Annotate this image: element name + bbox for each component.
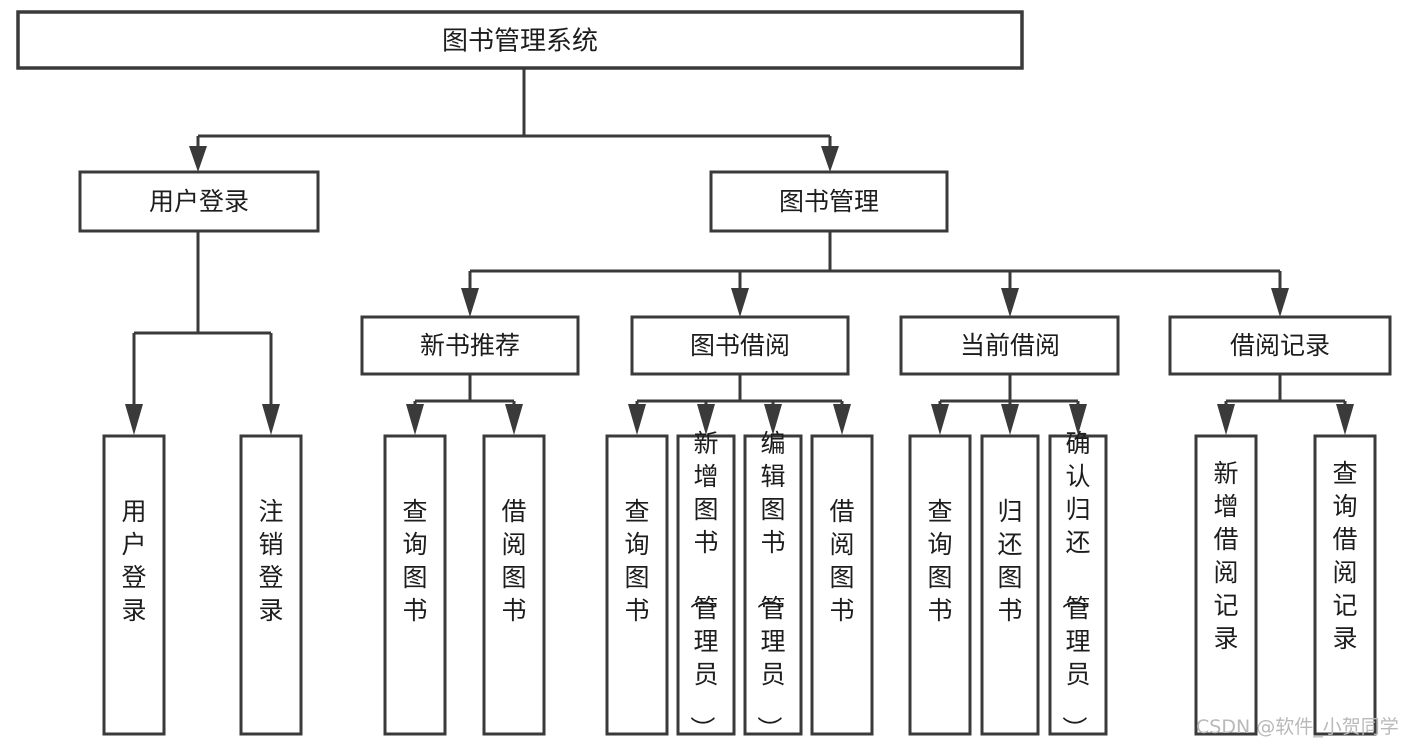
leaf-node[interactable]: 查询借阅记录: [1313, 434, 1377, 736]
leaf-label-user-login: 用户登录: [121, 497, 146, 625]
leaf-node[interactable]: 注销登录: [239, 434, 303, 736]
node-current-borrow[interactable]: 当前借阅: [899, 315, 1120, 376]
arrow-head-bb-leaf-4: [833, 404, 851, 435]
borrow-record-box[interactable]: [1168, 315, 1392, 376]
leaf-label-cb-return-book: 归还图书: [997, 497, 1022, 625]
user-login-box[interactable]: [78, 170, 320, 233]
book-borrow-label: 图书借阅: [690, 331, 790, 360]
node-book-borrow[interactable]: 图书借阅: [630, 315, 850, 376]
leaf-node[interactable]: 查询图书: [908, 434, 972, 736]
arrow-head-br-leaf-1: [1217, 404, 1235, 435]
new-book-recommend-box[interactable]: [360, 315, 580, 376]
leaf-label-bb-add-book: 新增图书（管理员）: [687, 429, 718, 741]
leaf-node[interactable]: 新增图书（管理员）: [676, 429, 736, 741]
leaf-label-bb-borrow-book: 借阅图书: [829, 497, 854, 625]
root-label: 图书管理系统: [442, 27, 598, 57]
leaf-box-bb-borrow-book[interactable]: [810, 434, 874, 736]
leaf-label-br-add-record: 新增借阅记录: [1213, 459, 1238, 653]
leaf-box-nb-borrow-book[interactable]: [482, 434, 546, 736]
leaf-node[interactable]: 借阅图书: [482, 434, 546, 736]
leaf-node[interactable]: 编辑图书（管理员）: [743, 429, 803, 741]
arrow-head-cb-leaf-1: [931, 404, 949, 435]
leaf-label-cb-query-book: 查询图书: [927, 497, 952, 625]
node-book-management[interactable]: 图书管理: [709, 170, 949, 233]
node-user-login[interactable]: 用户登录: [78, 170, 320, 233]
book-borrow-box[interactable]: [630, 315, 850, 376]
connector-layer: [125, 68, 1354, 435]
leaf-node[interactable]: 借阅图书: [810, 434, 874, 736]
root-box[interactable]: [16, 10, 1024, 70]
arrow-head-user-login: [189, 146, 207, 172]
node-new-book-recommend[interactable]: 新书推荐: [360, 315, 580, 376]
current-borrow-box[interactable]: [899, 315, 1120, 376]
arrow-head-bb-leaf-3: [764, 404, 782, 435]
book-management-label: 图书管理: [779, 187, 879, 216]
leaf-node[interactable]: 查询图书: [383, 434, 447, 736]
arrow-head-leaf-logout: [262, 404, 280, 435]
leaf-box-logout[interactable]: [239, 434, 303, 736]
current-borrow-label: 当前借阅: [960, 331, 1060, 360]
arrow-head-book-manage: [821, 146, 839, 172]
leaf-label-cb-confirm-return: 确认归还（管理员）: [1059, 429, 1090, 741]
leaf-node[interactable]: 归还图书: [980, 434, 1040, 736]
leaf-node[interactable]: 用户登录: [102, 434, 166, 736]
node-borrow-record[interactable]: 借阅记录: [1168, 315, 1392, 376]
leaf-box-br-add-record[interactable]: [1194, 434, 1258, 736]
leaf-label-bb-query-book: 查询图书: [624, 497, 649, 625]
leaf-box-cb-query-book[interactable]: [908, 434, 972, 736]
leaf-label-br-query-record: 查询借阅记录: [1332, 459, 1357, 653]
arrow-head-cb-leaf-2: [1001, 404, 1019, 435]
arrow-head-borrow-record: [1271, 288, 1289, 317]
leaf-node[interactable]: 新增借阅记录: [1194, 434, 1258, 736]
book-management-box[interactable]: [709, 170, 949, 233]
leaf-box-bb-query-book[interactable]: [605, 434, 669, 736]
arrow-head-br-leaf-2: [1336, 404, 1354, 435]
leaf-box-bb-add-book[interactable]: [676, 434, 736, 736]
arrow-head-new-book: [461, 288, 479, 317]
leaf-box-bb-edit-book[interactable]: [743, 434, 803, 736]
arrow-head-nb-leaf-2: [505, 404, 523, 435]
user-login-label: 用户登录: [149, 187, 249, 216]
arrow-head-bb-leaf-1: [628, 404, 646, 435]
arrow-head-bb-leaf-2: [697, 404, 715, 435]
new-book-recommend-label: 新书推荐: [420, 331, 520, 360]
arrow-head-leaf-user-login: [125, 404, 143, 435]
borrow-record-label: 借阅记录: [1230, 331, 1330, 360]
leaf-node[interactable]: 查询图书: [605, 434, 669, 736]
leaf-box-br-query-record[interactable]: [1313, 434, 1377, 736]
leaf-node[interactable]: 确认归还（管理员）: [1048, 429, 1108, 741]
leaf-label-logout: 注销登录: [258, 497, 283, 625]
node-root-book-management-system[interactable]: 图书管理系统: [16, 10, 1024, 70]
arrow-head-book-borrow: [731, 288, 749, 317]
csdn-watermark: CSDN @软件_小贺同学: [1196, 716, 1399, 738]
leaf-label-nb-borrow-book: 借阅图书: [501, 497, 526, 625]
arrow-head-current-borrow: [1001, 288, 1019, 317]
leaf-box-cb-return-book[interactable]: [980, 434, 1040, 736]
arrow-head-nb-leaf-1: [406, 404, 424, 435]
leaf-label-bb-edit-book: 编辑图书（管理员）: [754, 429, 785, 741]
leaf-box-nb-query-book[interactable]: [383, 434, 447, 736]
leaf-box-cb-confirm-return[interactable]: [1048, 434, 1108, 736]
arrow-head-cb-leaf-3: [1069, 404, 1087, 435]
leaf-label-nb-query-book: 查询图书: [402, 497, 427, 625]
leaf-box-user-login[interactable]: [102, 434, 166, 736]
